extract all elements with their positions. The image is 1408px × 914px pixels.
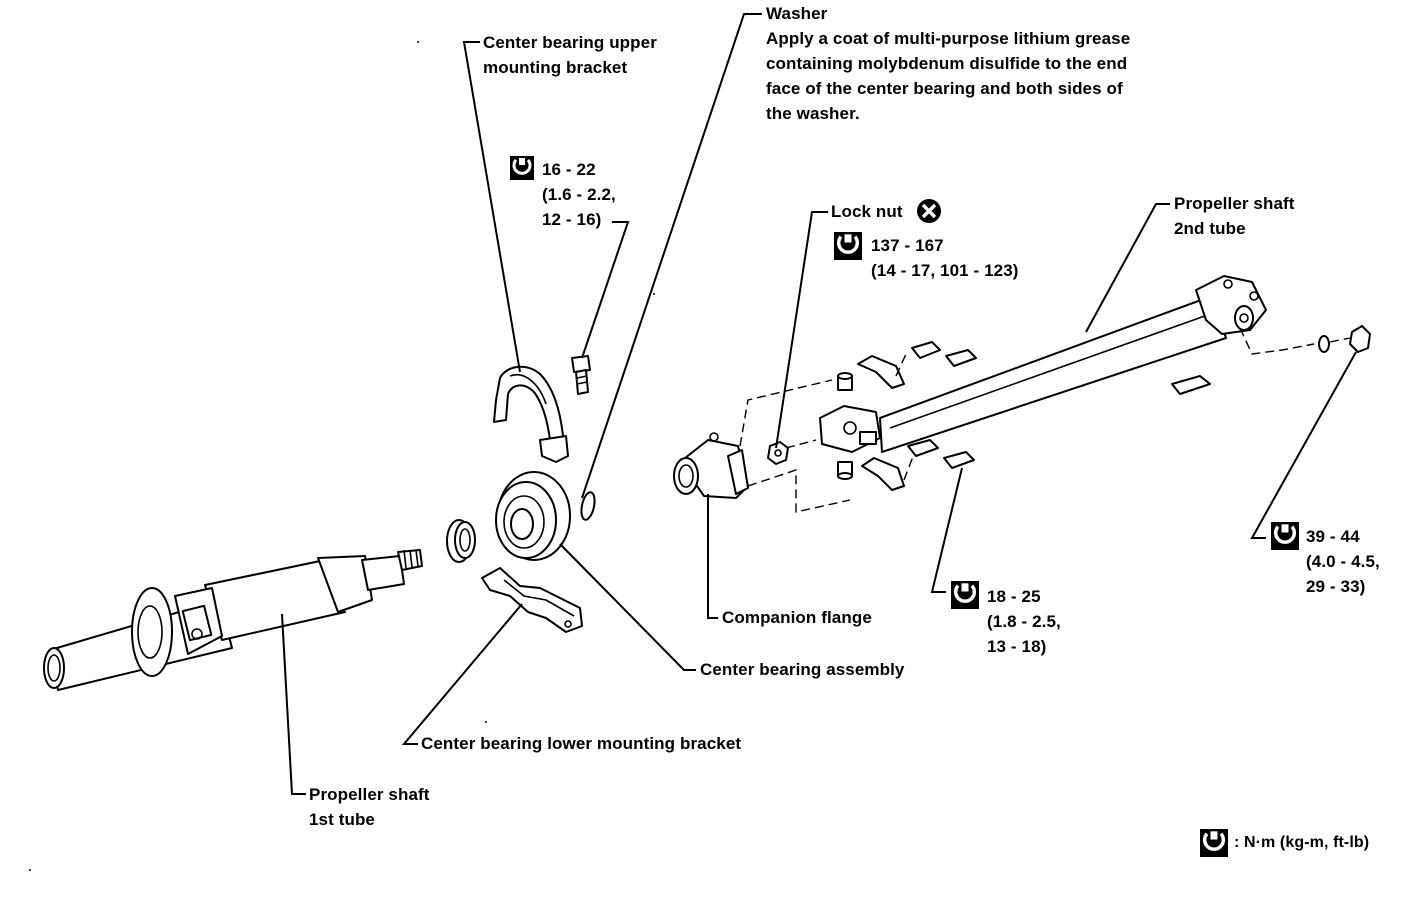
universal-joint <box>819 341 1211 491</box>
torque-lock-nut-line-2: (14 - 17, 101 - 123) <box>871 261 1019 280</box>
torque-rear-nut-line-3: 29 - 33) <box>1306 577 1366 596</box>
propshaft-1st-line-2: 1st tube <box>309 810 375 829</box>
propshaft-1st-line-1: Propeller shaft <box>309 785 430 804</box>
torque-wrench-icon <box>510 156 534 180</box>
propeller-shaft-1st-tube <box>43 549 423 691</box>
torque-rear-nut-line-1: 39 - 44 <box>1306 527 1360 546</box>
torque-lock-nut: 137 - 167 (14 - 17, 101 - 123) <box>871 233 1019 283</box>
torque-wrench-icon <box>834 232 862 260</box>
washer-note-line-2: containing molybdenum disulfide to the e… <box>766 54 1128 73</box>
torque-unit-legend: : N·m (kg-m, ft-lb) <box>1234 834 1370 851</box>
lock-nut <box>767 441 789 465</box>
torque-flange-bolt-line-3: 13 - 18) <box>987 637 1047 656</box>
companion-flange <box>673 432 749 499</box>
lower-mounting-bracket <box>481 567 583 633</box>
torque-upper-bracket-line-2: (1.6 - 2.2, <box>542 185 616 204</box>
washer-note-line-1: Apply a coat of multi-purpose lithium gr… <box>766 29 1131 48</box>
assembly-dashed-lines <box>739 327 1351 513</box>
propeller-shaft-2nd-tube <box>879 275 1267 453</box>
upper-bracket-line-2: mounting bracket <box>483 58 628 77</box>
propshaft-2nd-label: Propeller shaft 2nd tube <box>1174 191 1295 241</box>
center-bearing <box>495 471 571 561</box>
torque-upper-bracket-line-3: 12 - 16) <box>542 210 602 229</box>
torque-lock-nut-line-1: 137 - 167 <box>871 236 944 255</box>
propshaft-1st-label: Propeller shaft 1st tube <box>309 782 430 832</box>
washer-label: Washer Apply a coat of multi-purpose lit… <box>766 1 1130 126</box>
washer <box>580 491 596 521</box>
companion-flange-label: Companion flange <box>722 608 872 627</box>
torque-upper-bracket-bolt: 16 - 22 (1.6 - 2.2, 12 - 16) <box>542 157 616 232</box>
drawing-specks <box>29 41 655 871</box>
rear-washer-nut <box>1318 325 1371 353</box>
center-bearing-seal <box>446 519 476 563</box>
center-bearing-assembly-label: Center bearing assembly <box>700 660 905 679</box>
torque-wrench-icon <box>1200 829 1228 857</box>
torque-wrench-icon <box>951 581 979 609</box>
washer-note-line-3: face of the center bearing and both side… <box>766 79 1123 98</box>
do-not-reuse-icon <box>917 199 941 223</box>
upper-mounting-bracket <box>493 355 591 463</box>
leader-lines <box>281 13 1357 795</box>
upper-bracket-label: Center bearing upper mounting bracket <box>483 30 657 80</box>
torque-wrench-icon <box>1271 522 1299 550</box>
torque-rear-nut-line-2: (4.0 - 4.5, <box>1306 552 1380 571</box>
lock-nut-label: Lock nut <box>831 202 903 221</box>
upper-bracket-line-1: Center bearing upper <box>483 33 657 52</box>
torque-flange-bolt-line-2: (1.8 - 2.5, <box>987 612 1061 631</box>
propshaft-2nd-line-2: 2nd tube <box>1174 219 1246 238</box>
washer-note-line-4: the washer. <box>766 104 860 123</box>
washer-title: Washer <box>766 4 828 23</box>
torque-flange-bolt: 18 - 25 (1.8 - 2.5, 13 - 18) <box>987 584 1061 659</box>
propshaft-2nd-line-1: Propeller shaft <box>1174 194 1295 213</box>
torque-upper-bracket-line-1: 16 - 22 <box>542 160 596 179</box>
lower-bracket-label: Center bearing lower mounting bracket <box>421 734 742 753</box>
torque-flange-bolt-line-1: 18 - 25 <box>987 587 1041 606</box>
torque-rear-nut: 39 - 44 (4.0 - 4.5, 29 - 33) <box>1306 524 1380 599</box>
